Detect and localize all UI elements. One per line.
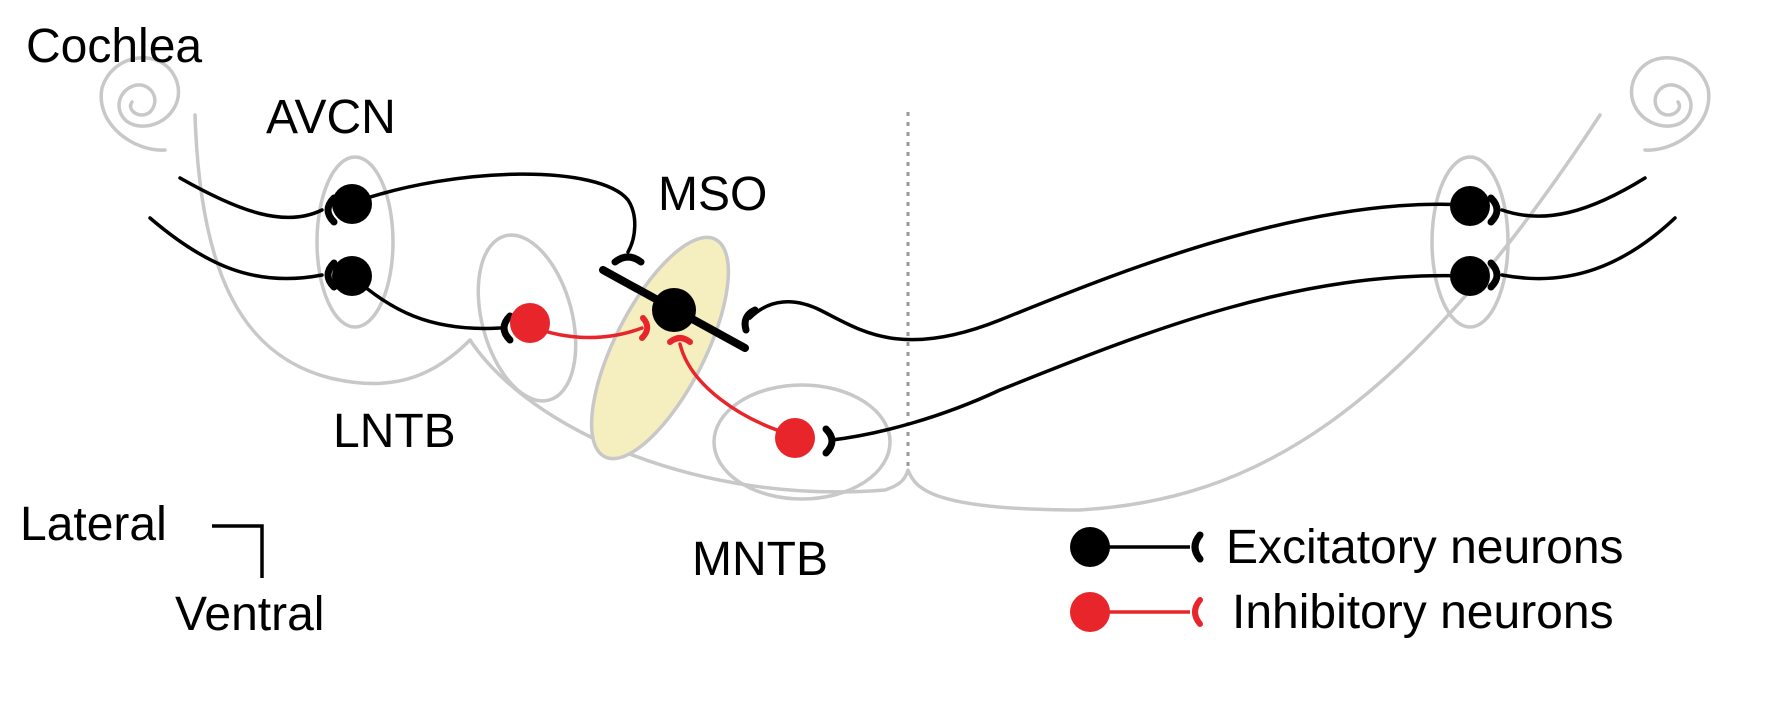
lntb-neuron [510,303,550,343]
excitatory-neuron-icon [1070,527,1110,567]
synapse-terminal [1487,194,1501,226]
legend-inhibitory-label: Inhibitory neurons [1232,586,1614,639]
mntb-inhibitory-axon-to-mso [678,342,797,438]
avcn-left-lower-neuron [332,256,372,296]
cochlea-right-icon [1629,56,1711,152]
cochlea-label: Cochlea [26,20,202,73]
synapse-terminal [822,425,836,457]
synapse-terminal [324,259,338,291]
synapse-terminal [611,253,645,266]
avcn-label: AVCN [266,91,396,144]
mntb-nucleus [712,383,892,501]
avcn-left-upper-axon-to-mso [350,172,637,254]
legend-item-inhibitory: Inhibitory neurons [1070,586,1614,639]
avcn-right-lower-axon-to-mntb [830,273,1470,442]
avcn-right-upper-axon-to-mso [748,202,1470,342]
mso-nucleus [589,235,731,461]
auditory-nerve-fiber-right-lower [1500,216,1677,281]
ventral-label: Ventral [175,588,324,641]
mntb-neuron [775,418,815,458]
synapse-terminal [741,306,759,334]
avcn-right-nucleus [1430,155,1510,329]
mntb-label: MNTB [692,533,828,586]
mso-neuron [652,288,696,332]
mso-label: MSO [658,168,767,221]
synapse-terminal [1191,531,1204,563]
legend-excitatory-label: Excitatory neurons [1226,521,1624,574]
lntb-label: LNTB [333,405,456,458]
synapse-terminal [1487,259,1501,291]
avcn-left-upper-neuron [332,184,372,224]
legend: Excitatory neurons Inhibitory neurons [1070,521,1624,639]
inhibitory-neuron-icon [1070,592,1110,632]
synapse-terminal [500,312,514,344]
synapse-terminal-inhibitory [639,315,651,341]
orientation-axes-icon [212,524,264,578]
synapse-terminal [324,194,338,226]
synapse-terminal-inhibitory [1192,597,1203,627]
avcn-right-lower-neuron [1450,256,1490,296]
lateral-label: Lateral [20,498,167,551]
avcn-left-nucleus [315,155,395,329]
cochlea-left-icon [99,56,181,152]
auditory-nerve-fiber-left-upper [178,176,324,220]
synapse-terminal-inhibitory [667,335,693,345]
auditory-nerve-fiber-left-lower [148,216,324,281]
avcn-right-upper-neuron [1450,186,1490,226]
legend-item-excitatory: Excitatory neurons [1070,521,1624,574]
auditory-nerve-fiber-right-upper [1500,176,1647,218]
